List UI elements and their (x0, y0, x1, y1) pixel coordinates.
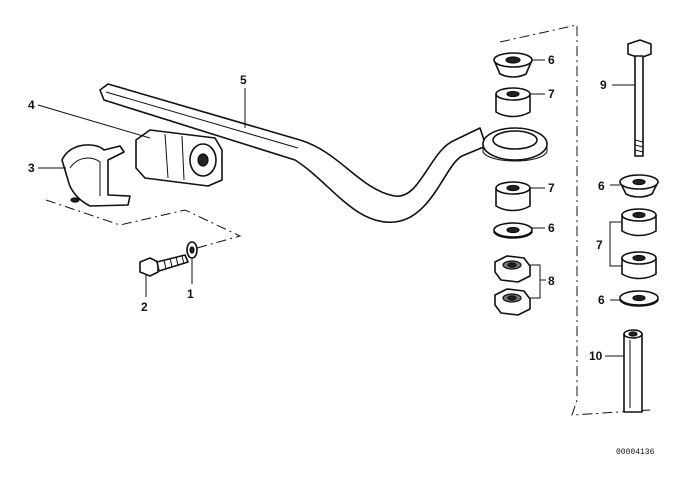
bushing-right-lower (621, 251, 657, 280)
cup-washer-lower (493, 222, 533, 239)
callout-4: 4 (28, 98, 35, 112)
callout-6-right-lower: 6 (598, 293, 605, 307)
spacer-sleeve (623, 329, 643, 413)
mounting-group-outline (45, 199, 242, 251)
callout-2: 2 (141, 300, 148, 314)
callout-5: 5 (240, 73, 247, 87)
link-bolt (627, 39, 652, 157)
stabilizer-bar (99, 83, 548, 223)
link-assembly-outline (499, 24, 651, 416)
bolt (139, 254, 189, 277)
cup-washer-top (493, 52, 533, 78)
callout-7-upper: 7 (548, 87, 555, 101)
callout-1: 1 (187, 287, 194, 301)
cup-washer-right-lower (619, 290, 659, 307)
cup-washer-right-upper (619, 174, 659, 198)
drawing-number: 00004136 (616, 448, 655, 457)
bushing-right-upper (621, 208, 657, 237)
leader-lines (37, 59, 635, 357)
nut-lower (494, 288, 531, 316)
callout-8: 8 (548, 274, 555, 288)
callout-6-lower: 6 (548, 221, 555, 235)
callout-7-lower: 7 (548, 181, 555, 195)
washer (186, 241, 198, 259)
callout-6-top: 6 (548, 53, 555, 67)
bushing-lower (495, 181, 531, 212)
callout-3: 3 (28, 161, 35, 175)
bracket (61, 144, 131, 207)
callout-7-right: 7 (596, 238, 603, 252)
callout-10: 10 (589, 349, 603, 363)
callout-9: 9 (600, 78, 607, 92)
bushing-upper (495, 87, 531, 118)
nut-upper (494, 255, 531, 283)
callout-6-right-upper: 6 (598, 179, 605, 193)
rubber-mount (135, 129, 223, 187)
